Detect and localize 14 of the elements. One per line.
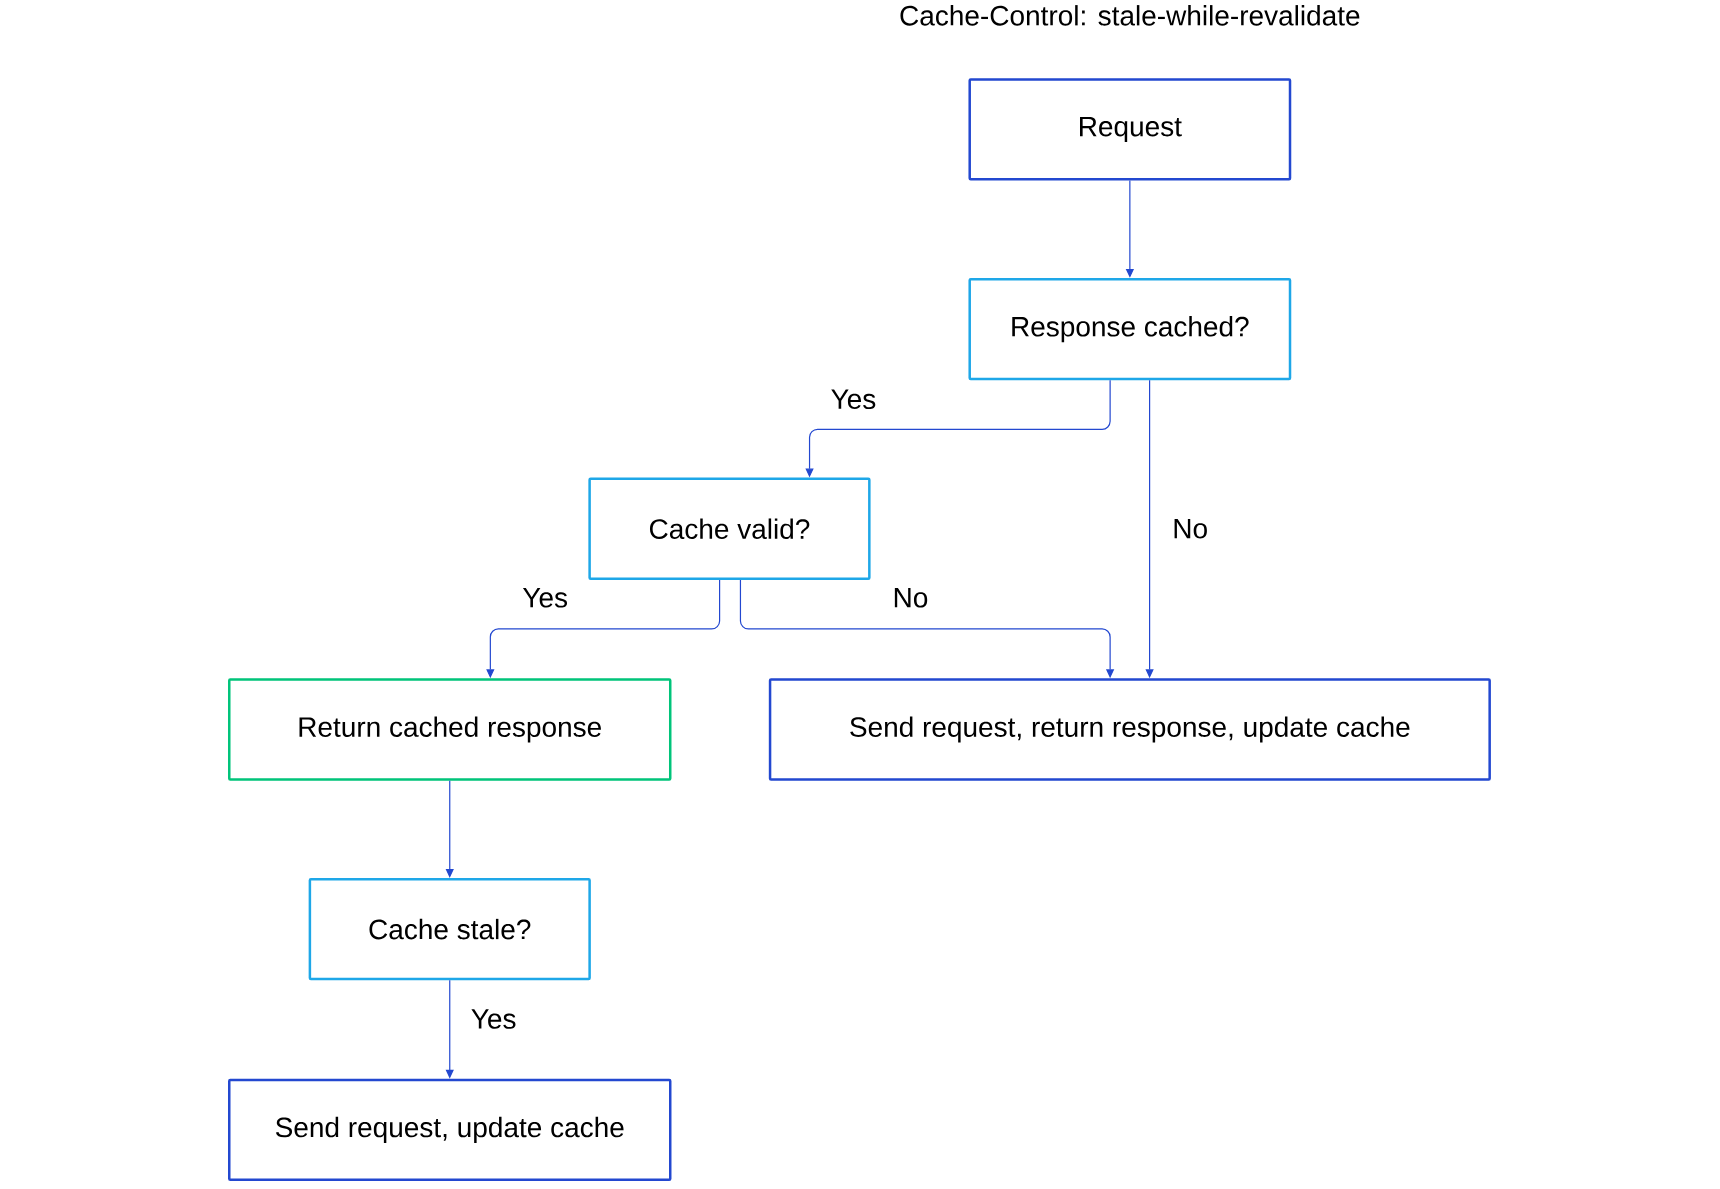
decision-box: Cache stale? [308, 877, 591, 981]
process-box: Request [968, 78, 1292, 181]
process-box: Send request, update cache [228, 1078, 672, 1181]
result-box: Return cached response [228, 678, 672, 781]
edge-label: Yes [831, 389, 876, 409]
decision-box: Response cached? [968, 277, 1292, 381]
process-box: Send request, return response, update cache [768, 678, 1491, 781]
edge-label: Yes [471, 1009, 516, 1029]
edge-label: No [1174, 518, 1207, 539]
arrow [445, 780, 454, 878]
edge-label: Yes [522, 588, 568, 608]
decision-box: Cache valid? [588, 477, 871, 580]
edge-label: No [894, 588, 928, 608]
title: Cache-Control: stale-while-revalidate [900, 5, 1360, 26]
